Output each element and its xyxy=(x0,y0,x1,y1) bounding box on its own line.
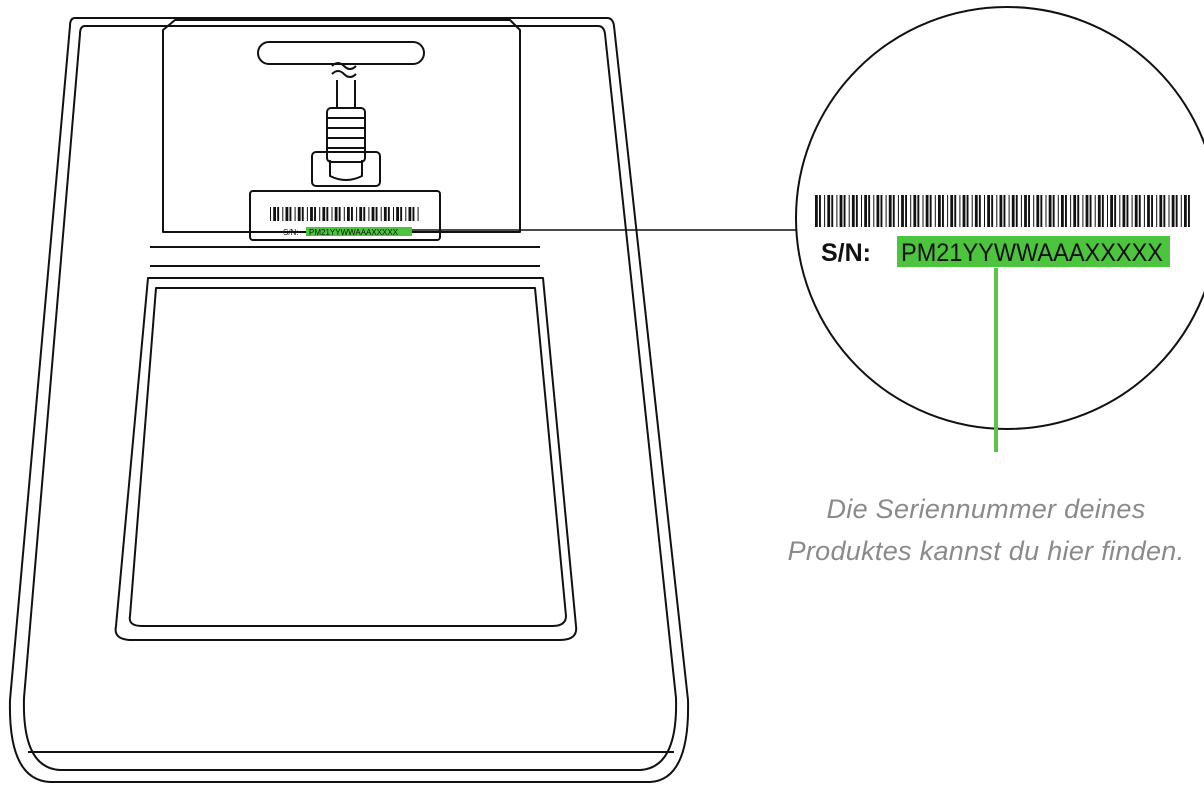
cable xyxy=(336,80,356,108)
cable-connector xyxy=(326,107,366,163)
caption-line-2: Produktes kannst du hier finden. xyxy=(787,536,1185,566)
lower-panel-inner xyxy=(128,287,567,627)
top-plate xyxy=(162,19,521,233)
stand-inner-outline xyxy=(22,25,678,771)
serial-highlight-small xyxy=(306,227,412,236)
cable-plug xyxy=(311,151,381,187)
band-line xyxy=(150,246,540,267)
top-slot xyxy=(257,41,425,65)
cable-break-mark xyxy=(331,62,357,70)
sn-value-zoom: PM21YYWWAAAXXXXX xyxy=(901,239,1163,267)
stand-outer-outline xyxy=(8,17,690,783)
serial-caption: Die Seriennummer deines Produktes kannst… xyxy=(770,488,1202,572)
barcode-small xyxy=(270,207,419,221)
label-sticker xyxy=(249,190,441,241)
caption-line-1: Die Seriennummer deines xyxy=(826,494,1146,524)
lower-panel-outer xyxy=(114,277,578,641)
sn-prefix-small: S/N: xyxy=(283,228,299,237)
sn-value-small: PM21YYWWAAAXXXXX xyxy=(309,228,399,237)
sn-prefix-zoom: S/N: xyxy=(821,239,871,267)
serial-highlight-zoom xyxy=(897,236,1170,267)
barcode-zoom xyxy=(815,195,1190,227)
